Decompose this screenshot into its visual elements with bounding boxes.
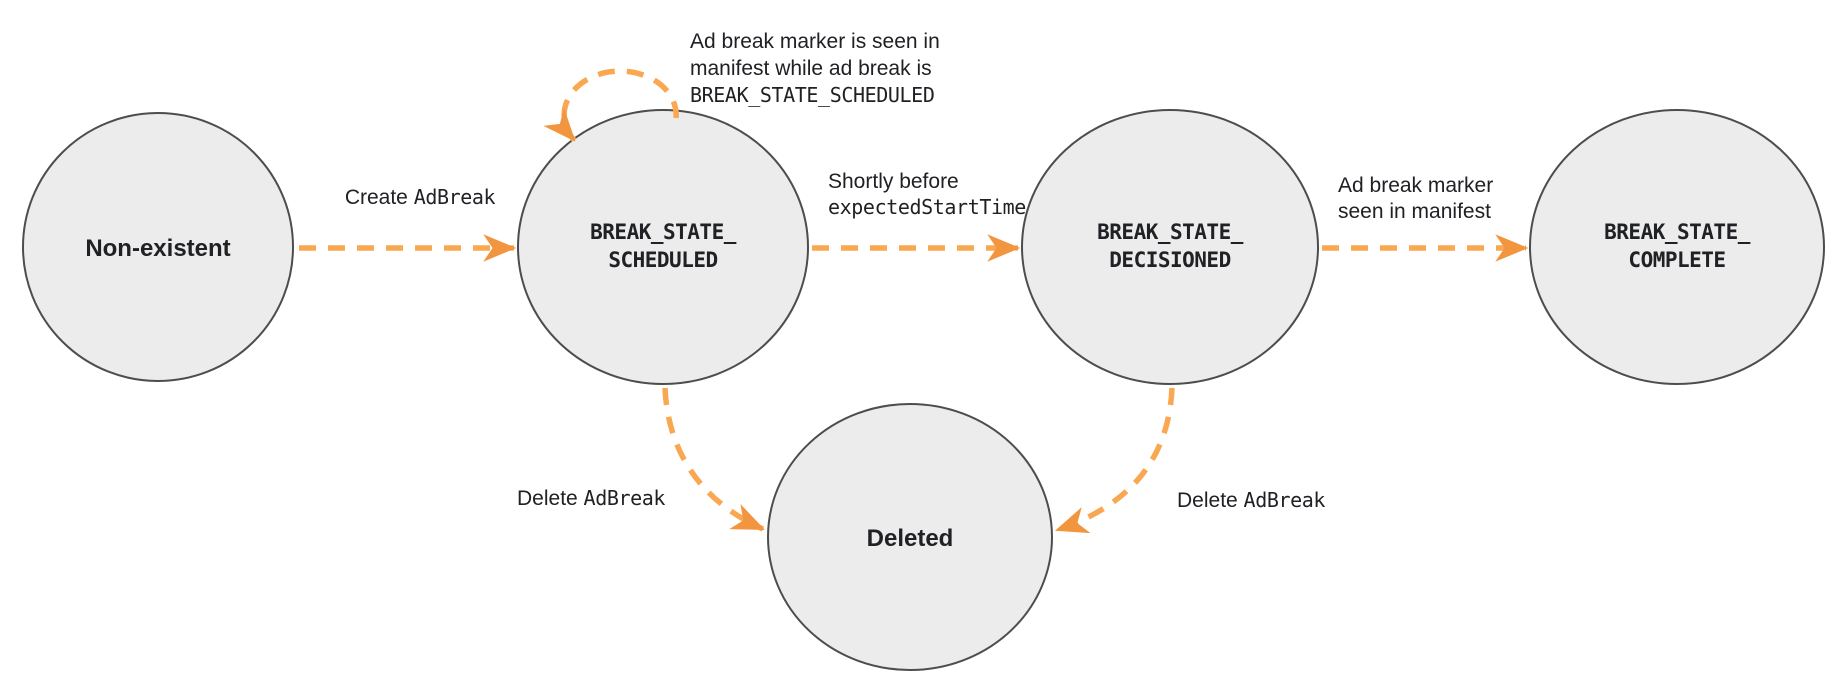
transition-delete-adbreak-from-scheduled [662, 387, 766, 532]
svg-text:Delete AdBreak: Delete AdBreak [1177, 488, 1325, 512]
state-node-label-deleted: Deleted [867, 525, 954, 552]
svg-text:Delete AdBreak: Delete AdBreak [517, 486, 665, 510]
state-node-label-break-state-complete: BREAK_STATE_COMPLETE [1604, 220, 1751, 272]
svg-text:Create AdBreak: Create AdBreak [345, 185, 496, 209]
state-node-break-state-scheduled [517, 109, 809, 385]
svg-text:BREAK_STATE_SCHEDULED: BREAK_STATE_SCHEDULED [690, 83, 934, 107]
transition-label-marker-seen-in-manifest: Ad break marker seen in manifest [1338, 174, 1493, 223]
state-node-deleted [767, 403, 1053, 671]
svg-text:Shortly before: Shortly before [828, 170, 959, 193]
state-node-label-non-existent: Non-existent [85, 235, 230, 262]
svg-text:Ad break marker is seen in: Ad break marker is seen in [690, 30, 940, 53]
transition-marker-seen-while-scheduled [543, 68, 679, 142]
transition-delete-adbreak-from-decisioned [1054, 387, 1175, 534]
transition-label-create-adbreak: Create AdBreak [345, 185, 496, 209]
state-node-non-existent [22, 112, 294, 382]
state-node-label-break-state-scheduled: BREAK_STATE_SCHEDULED [590, 220, 737, 272]
transition-label-delete-adbreak-from-scheduled: Delete AdBreak [517, 486, 666, 510]
svg-text:manifest while ad break is: manifest while ad break is [690, 57, 932, 80]
state-node-break-state-complete [1529, 109, 1825, 385]
state-node-label-break-state-decisioned: BREAK_STATE_DECISIONED [1097, 220, 1244, 272]
state-node-break-state-decisioned [1021, 109, 1319, 385]
transition-label-delete-adbreak-from-decisioned: Delete AdBreak [1177, 488, 1326, 512]
svg-text:seen in manifest: seen in manifest [1338, 200, 1491, 223]
svg-text:Ad break marker: Ad break marker [1338, 174, 1493, 197]
transition-label-marker-seen-while-scheduled: Ad break marker is seen in manifest while… [690, 30, 940, 107]
svg-text:expectedStartTime: expectedStartTime [828, 195, 1026, 219]
